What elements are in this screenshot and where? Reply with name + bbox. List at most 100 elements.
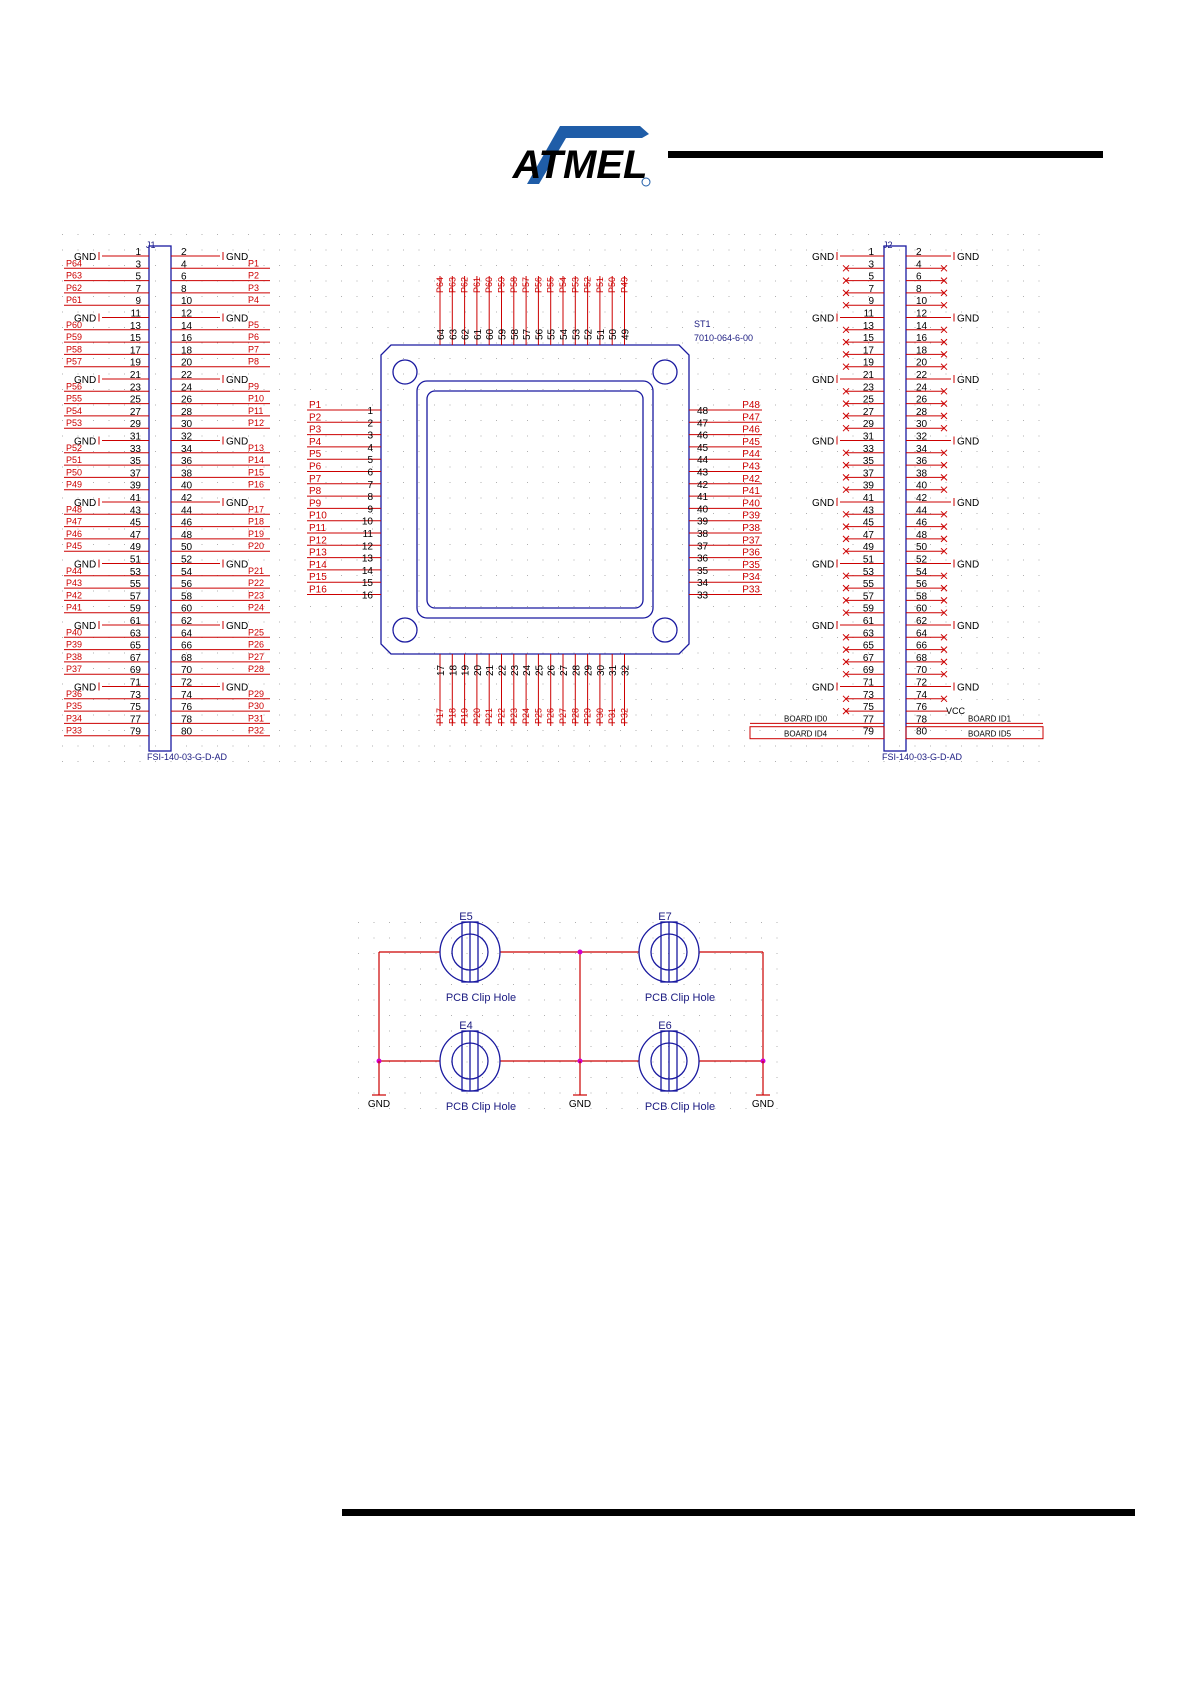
- grid-dot: [372, 404, 373, 406]
- grid-dot: [806, 311, 807, 313]
- grid-dot: [558, 389, 559, 390]
- grid-dot: [513, 937, 514, 939]
- grid-dot: [232, 466, 234, 468]
- grid-dot: [466, 1015, 468, 1016]
- grid-dot: [651, 296, 652, 297]
- grid-dot: [62, 327, 63, 328]
- grid-dot: [449, 497, 451, 499]
- grid-dot: [248, 761, 249, 762]
- grid-dot: [358, 984, 359, 985]
- net-label: P31: [248, 713, 264, 723]
- gnd-label: GND: [226, 314, 248, 325]
- grid-dot: [806, 513, 807, 514]
- grid-dot: [852, 296, 854, 297]
- grid-dot: [699, 1077, 700, 1078]
- grid-dot: [451, 1092, 452, 1094]
- grid-dot: [482, 1030, 483, 1032]
- grid-dot: [573, 544, 575, 545]
- grid-dot: [511, 745, 513, 747]
- no-connect-mark: [842, 597, 850, 604]
- grid-dot: [544, 1077, 545, 1078]
- grid-dot: [155, 420, 156, 421]
- grid-dot: [1038, 714, 1040, 716]
- grid-dot: [511, 730, 513, 731]
- grid-dot: [930, 249, 931, 251]
- grid-dot: [527, 342, 528, 344]
- grid-dot: [372, 590, 373, 592]
- grid-dot: [373, 999, 375, 1001]
- grid-dot: [961, 637, 962, 638]
- grid-dot: [294, 590, 296, 592]
- grid-dot: [573, 513, 575, 514]
- grid-dot: [387, 389, 389, 390]
- grid-dot: [263, 513, 265, 514]
- grid-dot: [372, 451, 373, 452]
- grid-dot: [976, 296, 978, 297]
- grid-dot: [992, 280, 993, 282]
- grid-dot: [713, 342, 714, 344]
- pin-number: 33: [130, 444, 142, 455]
- grid-dot: [945, 559, 947, 561]
- grid-dot: [325, 528, 327, 530]
- grid-dot: [404, 1046, 406, 1047]
- net-label: P6: [248, 332, 259, 342]
- grid-dot: [573, 482, 575, 483]
- grid-dot: [434, 528, 435, 530]
- no-connect-stroke: [842, 400, 850, 407]
- grid-dot: [683, 1077, 685, 1078]
- grid-dot: [976, 265, 978, 266]
- grid-dot: [155, 265, 156, 266]
- no-connect-stroke: [940, 646, 948, 653]
- grid-dot: [728, 327, 730, 328]
- gnd-label: GND: [957, 375, 979, 386]
- grid-dot: [356, 714, 358, 716]
- grid-dot: [544, 999, 545, 1001]
- grid-dot: [714, 1108, 716, 1109]
- grid-dot: [434, 311, 435, 313]
- grid-dot: [776, 1061, 778, 1063]
- grid-dot: [697, 637, 699, 638]
- grid-dot: [837, 420, 838, 421]
- no-connect-stroke: [842, 461, 850, 469]
- grid-dot: [666, 668, 668, 669]
- pin-number: 24: [181, 382, 193, 393]
- grid-dot: [961, 745, 962, 747]
- grid-dot: [744, 745, 745, 747]
- grid-dot: [559, 922, 561, 923]
- grid-dot: [589, 730, 590, 731]
- grid-dot: [186, 466, 187, 468]
- grid-dot: [248, 389, 249, 390]
- grid-dot: [217, 373, 218, 375]
- grid-dot: [435, 953, 437, 954]
- grid-dot: [372, 559, 373, 561]
- grid-dot: [837, 528, 838, 530]
- grid-dot: [186, 761, 187, 762]
- grid-dot: [651, 358, 652, 359]
- pin-number: 40: [697, 504, 709, 515]
- grid-dot: [511, 249, 513, 251]
- grid-dot: [232, 234, 234, 235]
- grid-dot: [527, 420, 528, 421]
- pin-number: 60: [485, 328, 496, 340]
- grid-dot: [945, 342, 947, 344]
- grid-dot: [139, 435, 141, 437]
- grid-dot: [294, 528, 296, 530]
- pin-number: 57: [863, 591, 875, 602]
- grid-dot: [775, 621, 776, 623]
- pin-number: 56: [181, 579, 193, 590]
- grid-dot: [852, 389, 854, 390]
- grid-dot: [558, 761, 559, 762]
- pin-number: 6: [916, 272, 922, 283]
- grid-dot: [62, 265, 63, 266]
- grid-dot: [621, 984, 623, 985]
- grid-dot: [914, 420, 916, 421]
- board-id-label: BOARD ID4: [784, 730, 828, 739]
- grid-dot: [728, 730, 730, 731]
- grid-dot: [635, 668, 637, 669]
- pin-number: 45: [863, 518, 875, 529]
- grid-dot: [759, 234, 761, 235]
- grid-dot: [248, 730, 249, 731]
- grid-dot: [606, 922, 607, 923]
- no-connect-mark: [842, 264, 850, 272]
- grid-dot: [589, 435, 590, 437]
